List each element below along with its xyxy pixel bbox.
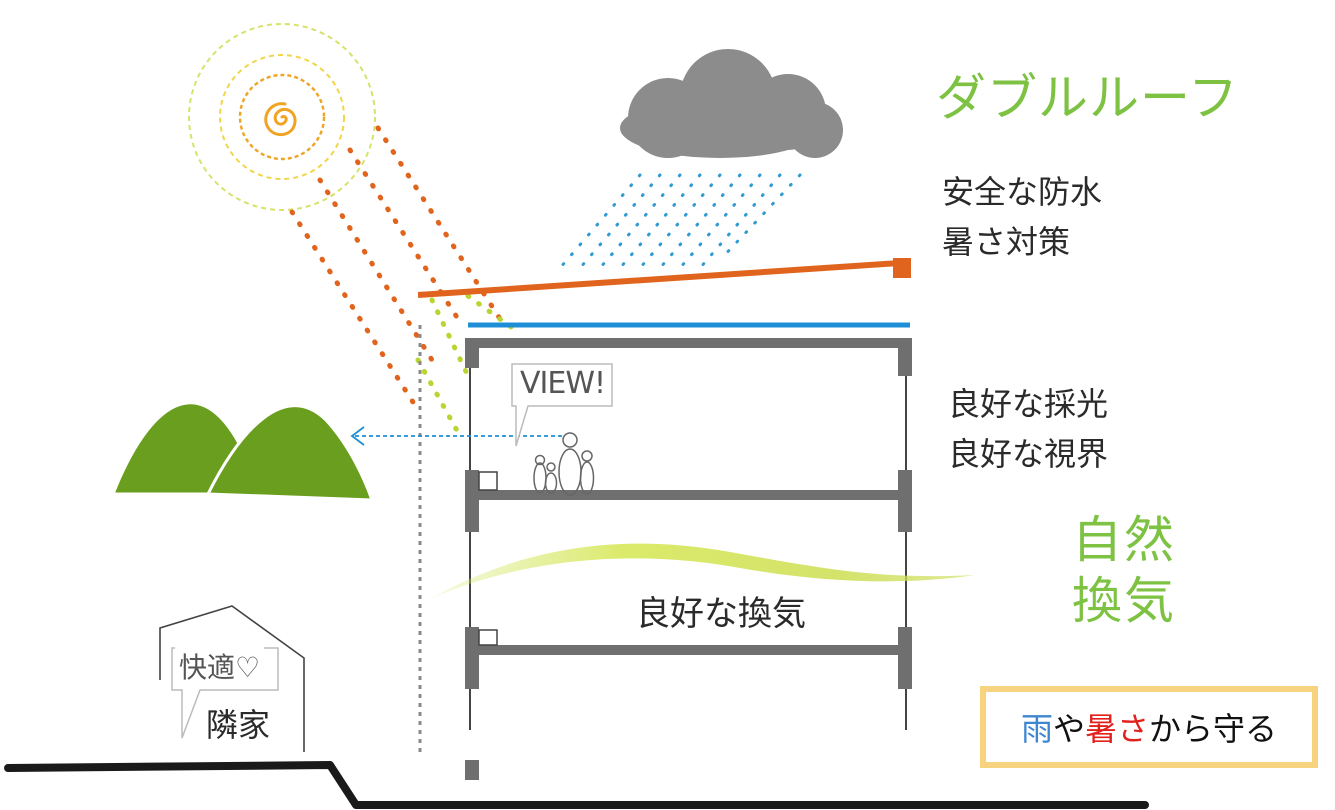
natural-label: 自然 (1072, 511, 1176, 569)
sun-icon (188, 23, 376, 211)
badge-heat: 暑さ (1085, 710, 1150, 748)
view-bubble-shape (511, 363, 613, 447)
badge-protect: から守る (1149, 710, 1278, 748)
roof-notes: 安全な防水 暑さ対策 (942, 168, 1102, 267)
view-bubble-text: VIEW! (520, 366, 606, 401)
neighbor-house (159, 605, 305, 752)
note-heat: 暑さ対策 (942, 222, 1071, 261)
diagram-title: ダブルルーフ (936, 69, 1239, 127)
rain-icon (558, 173, 802, 270)
natural-ventilation-label: 自然 換気 (1072, 510, 1176, 632)
comfort-bubble-text: 快適♡ (175, 646, 265, 686)
ventilation-label: 換気 (1072, 572, 1176, 630)
light-notes: 良好な採光 良好な視界 (948, 380, 1108, 479)
sun-rays (289, 125, 521, 439)
family-icon (533, 432, 595, 496)
note-daylight: 良好な採光 (948, 385, 1109, 423)
outer-roof (417, 258, 911, 298)
note-visibility: 良好な視界 (948, 434, 1109, 473)
building-section (465, 338, 912, 780)
ground-line (4, 761, 1149, 809)
view-arrow (350, 426, 562, 446)
good-ventilation-label: 良好な換気 (636, 594, 806, 634)
wind-icon (432, 543, 975, 598)
cloud-icon (620, 49, 843, 158)
badge-and: や (1052, 710, 1085, 748)
note-waterproof: 安全な防水 (942, 173, 1103, 211)
badge-rain: 雨 (1020, 710, 1053, 748)
mountain-icon (111, 401, 374, 502)
protection-badge: 雨や暑さから守る (980, 686, 1318, 768)
neighbor-label: 隣家 (206, 706, 271, 744)
